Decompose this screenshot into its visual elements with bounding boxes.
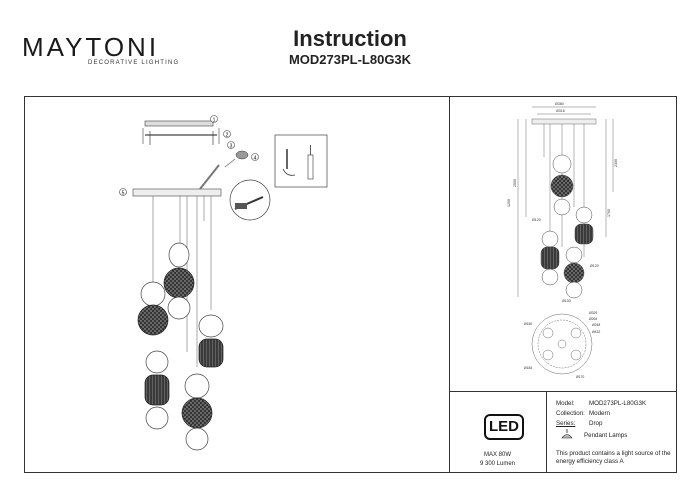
plan-dim-1: Ø329 xyxy=(589,311,597,315)
plan-view xyxy=(531,313,593,375)
pendant-4 xyxy=(144,350,170,430)
pendant-lamp-icon xyxy=(561,429,573,439)
led-lumen: 9 300 Lumen xyxy=(479,461,516,467)
step-2-label: 2 xyxy=(226,133,229,139)
energy-class-note: This product contains a light source of … xyxy=(556,450,671,465)
brand-logo: MAYTONI xyxy=(22,32,160,62)
led-max-power: MAX 80W xyxy=(483,452,511,458)
step-1-label: 1 xyxy=(213,118,216,124)
drawing-sheet-frame xyxy=(24,96,677,473)
info-collection-row: Collection: Modern xyxy=(556,410,610,417)
sheet-divider-horizontal xyxy=(449,391,677,392)
dim-height-4: 1700 xyxy=(607,209,611,217)
step-1-marker xyxy=(210,115,218,123)
model-value: MOD273PL-L80G3K xyxy=(589,400,647,407)
terminal-block xyxy=(224,150,249,168)
dim-diameter-3: Ø100 xyxy=(562,299,571,303)
pendant-3 xyxy=(198,314,224,368)
dim-width-outer: Ø380 xyxy=(555,102,564,106)
step-4-label: 4 xyxy=(254,156,257,162)
category-label: Pendant Lamps xyxy=(584,432,628,439)
dim-height-2: 2500 xyxy=(513,179,517,187)
model-label: Model: xyxy=(556,400,575,407)
document-model-code: MOD273PL-L80G3K xyxy=(288,52,412,67)
collection-label: Collection: xyxy=(556,410,585,417)
dim-height-1: 1200 xyxy=(507,199,511,207)
plan-dim-5: Ø150 xyxy=(524,322,532,326)
technical-drawing: Ø380 Ø316 1200 2500 2300 1700 Ø120 Ø120 … xyxy=(507,102,618,379)
plan-dim-4: Ø432 xyxy=(592,330,600,334)
sheet-divider-vertical xyxy=(449,96,450,473)
canopy-plate xyxy=(132,188,222,197)
series-label: Series: xyxy=(556,420,576,427)
detail-magnifier xyxy=(229,179,271,221)
step-3-label: 3 xyxy=(230,144,233,150)
tool-detail-box xyxy=(274,134,328,188)
drawing-pendants xyxy=(540,154,594,299)
step-5-label: 5 xyxy=(122,191,125,197)
brand-tagline: DECORATIVE LIGHTING xyxy=(88,60,180,66)
document-title: Instruction xyxy=(293,26,407,51)
plan-dim-7: Ø170 xyxy=(576,375,584,379)
collection-value: Modern xyxy=(589,410,610,417)
cable-guide xyxy=(199,164,220,190)
led-badge: LED xyxy=(484,414,524,440)
mounting-bracket xyxy=(142,120,220,145)
dim-height-3: 2300 xyxy=(614,159,618,167)
plan-dim-2: Ø264 xyxy=(589,317,597,321)
series-value: Drop xyxy=(589,420,603,427)
pendant-1 xyxy=(137,281,169,336)
pendant-2 xyxy=(163,242,195,320)
dim-width-inner: Ø316 xyxy=(556,109,565,113)
info-divider-vertical xyxy=(546,391,547,473)
plan-dim-3: Ø248 xyxy=(592,323,600,327)
dim-diameter-1: Ø120 xyxy=(532,218,541,222)
step-5-marker xyxy=(119,188,127,196)
info-series-row: Series: Drop xyxy=(556,420,602,427)
pendant-5 xyxy=(181,373,213,451)
assembly-illustration: 1 2 3 4 5 xyxy=(119,115,328,451)
step-4-marker xyxy=(251,153,259,161)
info-model-row: Model: MOD273PL-L80G3K xyxy=(556,400,646,407)
dim-diameter-2: Ø120 xyxy=(590,264,599,268)
plan-dim-6: Ø184 xyxy=(524,366,532,370)
step-3-marker xyxy=(227,141,235,149)
step-2-marker xyxy=(223,130,231,138)
